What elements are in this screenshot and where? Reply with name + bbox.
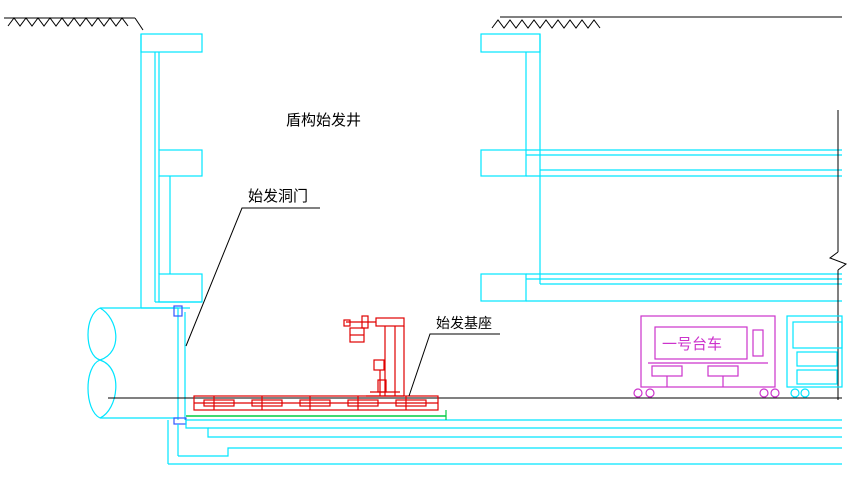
launch-portal — [173, 305, 187, 425]
base-leader-line — [408, 333, 500, 397]
shaft-title: 盾构始发井 — [286, 111, 361, 129]
reaction-frame — [343, 315, 405, 397]
next-cart — [786, 315, 843, 398]
shaft-right-wall — [480, 33, 842, 302]
ground-surface-right — [491, 16, 842, 29]
gantry-cart — [633, 315, 780, 398]
launch-base — [193, 395, 439, 411]
shaft-left-wall — [140, 33, 203, 309]
portal-label: 始发洞门 — [248, 187, 308, 205]
portal-leader-line — [185, 207, 320, 347]
tunnel-left — [87, 307, 178, 419]
ground-surface-left — [4, 17, 144, 31]
cart-label: 一号台车 — [662, 335, 722, 353]
base-label: 始发基座 — [436, 315, 492, 332]
break-line — [828, 110, 848, 400]
bottom-slab — [167, 419, 842, 465]
